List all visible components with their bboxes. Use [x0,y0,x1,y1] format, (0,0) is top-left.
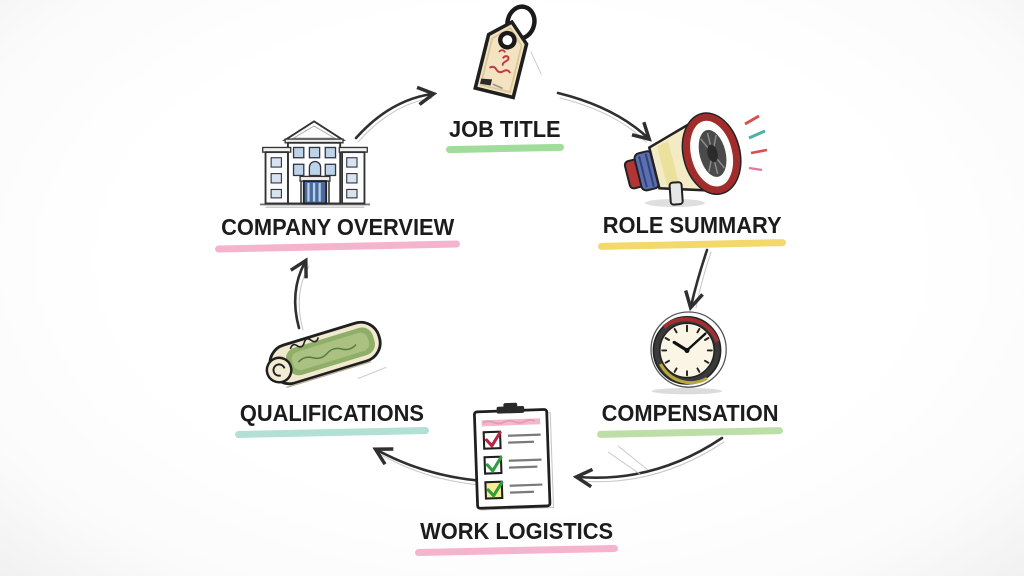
price-tag-icon [473,4,542,100]
node-label: COMPANY OVERVIEW [221,214,455,240]
label-underline [414,544,619,557]
node-label: COMPENSATION [601,400,779,426]
label-underline [596,427,784,438]
node-company-overview: COMPANY OVERVIEW [214,112,461,253]
label-underline [446,143,564,154]
node-compensation: COMPENSATION [596,308,784,438]
node-qualifications: QUALIFICATIONS [234,316,429,439]
clock-icon [650,311,727,395]
node-job-title: JOB TITLE [405,0,605,154]
arrow-role-summary-to-compensation [691,248,709,306]
pencil-scratch [617,445,649,471]
office-building-icon [259,120,371,208]
node-label: JOB TITLE [449,116,561,142]
checklist-clipboard-icon [472,402,554,511]
node-work-logistics: WORK LOGISTICS [414,402,619,557]
node-label: QUALIFICATIONS [239,400,424,426]
node-label: WORK LOGISTICS [420,518,614,544]
node-role-summary: ROLE SUMMARY [595,108,790,250]
label-underline [234,426,429,439]
node-label: ROLE SUMMARY [603,212,782,238]
arrow-sketch [695,251,712,309]
label-underline [214,240,461,253]
pencil-scratch [607,451,641,475]
rolled-diploma-icon [265,320,387,389]
megaphone-icon [623,112,767,207]
label-underline [598,239,787,250]
